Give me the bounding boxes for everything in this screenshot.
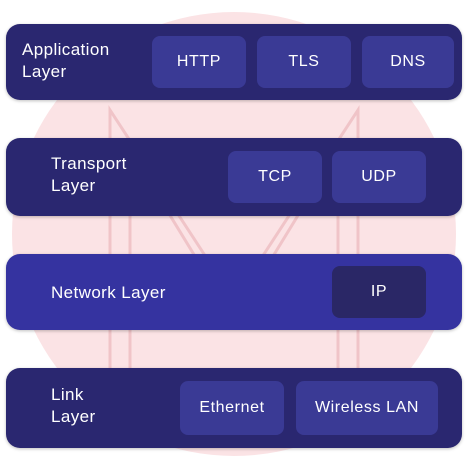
application-layer-label: Application Layer xyxy=(22,39,110,83)
network-layer: Network Layer IP xyxy=(6,254,462,330)
protocol-ethernet: Ethernet xyxy=(180,381,284,435)
protocol-http: HTTP xyxy=(152,36,246,88)
protocol-tls: TLS xyxy=(257,36,351,88)
transport-layer-label-line1: Transport xyxy=(51,154,127,173)
application-layer-label-line1: Application xyxy=(22,40,110,59)
link-layer-label-line1: Link xyxy=(51,385,84,404)
protocol-udp: UDP xyxy=(332,151,426,203)
transport-layer-label-line2: Layer xyxy=(51,176,96,195)
protocol-tcp: TCP xyxy=(228,151,322,203)
transport-layer: Transport Layer TCP UDP xyxy=(6,138,462,216)
transport-layer-label: Transport Layer xyxy=(51,153,127,197)
link-layer-label-line2: Layer xyxy=(51,407,96,426)
link-layer: Link Layer Ethernet Wireless LAN xyxy=(6,368,462,448)
protocol-wireless-lan: Wireless LAN xyxy=(296,381,438,435)
application-layer: Application Layer HTTP TLS DNS xyxy=(6,24,462,100)
application-layer-label-line2: Layer xyxy=(22,62,67,81)
network-layer-label: Network Layer xyxy=(51,283,166,302)
protocol-ip: IP xyxy=(332,266,426,318)
protocol-dns: DNS xyxy=(362,36,454,88)
link-layer-label: Link Layer xyxy=(51,384,96,428)
